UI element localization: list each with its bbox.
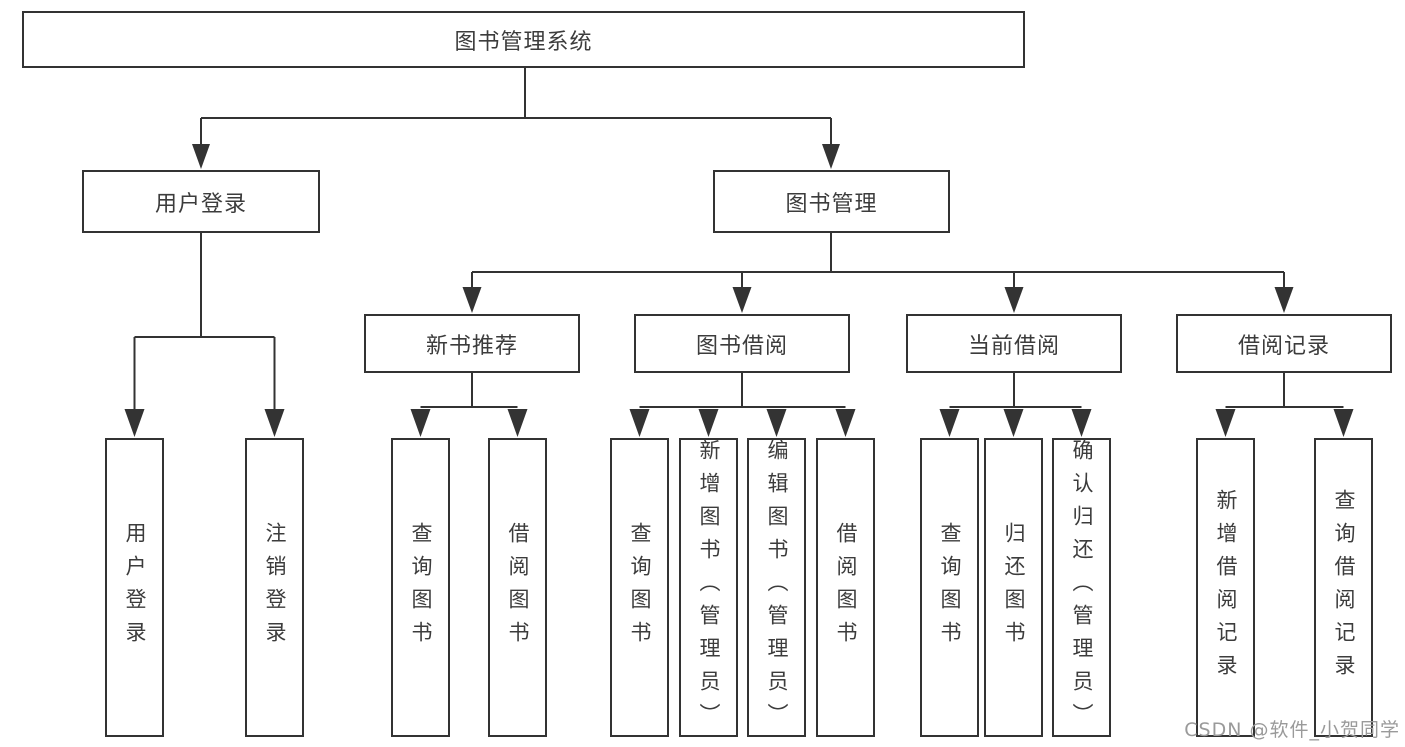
leaf-confirm-return-admin-label: 确认归还（管理员） — [1070, 439, 1094, 736]
leaf-query-books-recommend-label: 查询图书 — [409, 521, 433, 654]
leaf-logout: 注销登录 — [245, 438, 304, 737]
node-book-borrowing-label: 图书借阅 — [695, 333, 788, 359]
leaf-query-books-borrowing-label: 查询图书 — [628, 521, 652, 654]
leaf-edit-books-admin: 编辑图书（管理员） — [747, 438, 806, 737]
leaf-logout-label: 注销登录 — [263, 521, 287, 654]
leaf-confirm-return-admin: 确认归还（管理员） — [1052, 438, 1111, 737]
node-root-label: 图书管理系统 — [454, 29, 593, 55]
node-book-management: 图书管理 — [713, 170, 950, 233]
watermark: CSDN @软件_小贺同学 — [1184, 719, 1400, 741]
node-book-management-label: 图书管理 — [785, 191, 878, 217]
leaf-query-borrow-record: 查询借阅记录 — [1314, 438, 1373, 737]
node-current-borrowing-label: 当前借阅 — [967, 333, 1060, 359]
leaf-borrow-books-recommend-label: 借阅图书 — [506, 521, 530, 654]
node-new-book-recommend-label: 新书推荐 — [425, 333, 518, 359]
node-borrowing-records-label: 借阅记录 — [1237, 333, 1330, 359]
leaf-query-books-current: 查询图书 — [920, 438, 979, 737]
leaf-query-borrow-record-label: 查询借阅记录 — [1332, 488, 1356, 687]
leaf-query-books-borrowing: 查询图书 — [610, 438, 669, 737]
node-root: 图书管理系统 — [22, 11, 1025, 68]
leaf-add-borrow-record-label: 新增借阅记录 — [1214, 488, 1238, 687]
node-current-borrowing: 当前借阅 — [906, 314, 1122, 373]
leaf-add-borrow-record: 新增借阅记录 — [1196, 438, 1255, 737]
node-borrowing-records: 借阅记录 — [1176, 314, 1392, 373]
leaf-return-books-label: 归还图书 — [1002, 521, 1026, 654]
leaf-add-books-admin-label: 新增图书（管理员） — [697, 439, 721, 736]
leaf-return-books: 归还图书 — [984, 438, 1043, 737]
node-book-borrowing: 图书借阅 — [634, 314, 850, 373]
leaf-edit-books-admin-label: 编辑图书（管理员） — [765, 439, 789, 736]
leaf-query-books-recommend: 查询图书 — [391, 438, 450, 737]
leaf-borrow-books-borrowing: 借阅图书 — [816, 438, 875, 737]
node-new-book-recommend: 新书推荐 — [364, 314, 580, 373]
node-user-login-label: 用户登录 — [154, 191, 247, 217]
leaf-query-books-current-label: 查询图书 — [938, 521, 962, 654]
leaf-user-login-label: 用户登录 — [123, 521, 147, 654]
leaf-borrow-books-borrowing-label: 借阅图书 — [834, 521, 858, 654]
leaf-user-login: 用户登录 — [105, 438, 164, 737]
leaf-add-books-admin: 新增图书（管理员） — [679, 438, 738, 737]
leaf-borrow-books-recommend: 借阅图书 — [488, 438, 547, 737]
node-user-login: 用户登录 — [82, 170, 320, 233]
